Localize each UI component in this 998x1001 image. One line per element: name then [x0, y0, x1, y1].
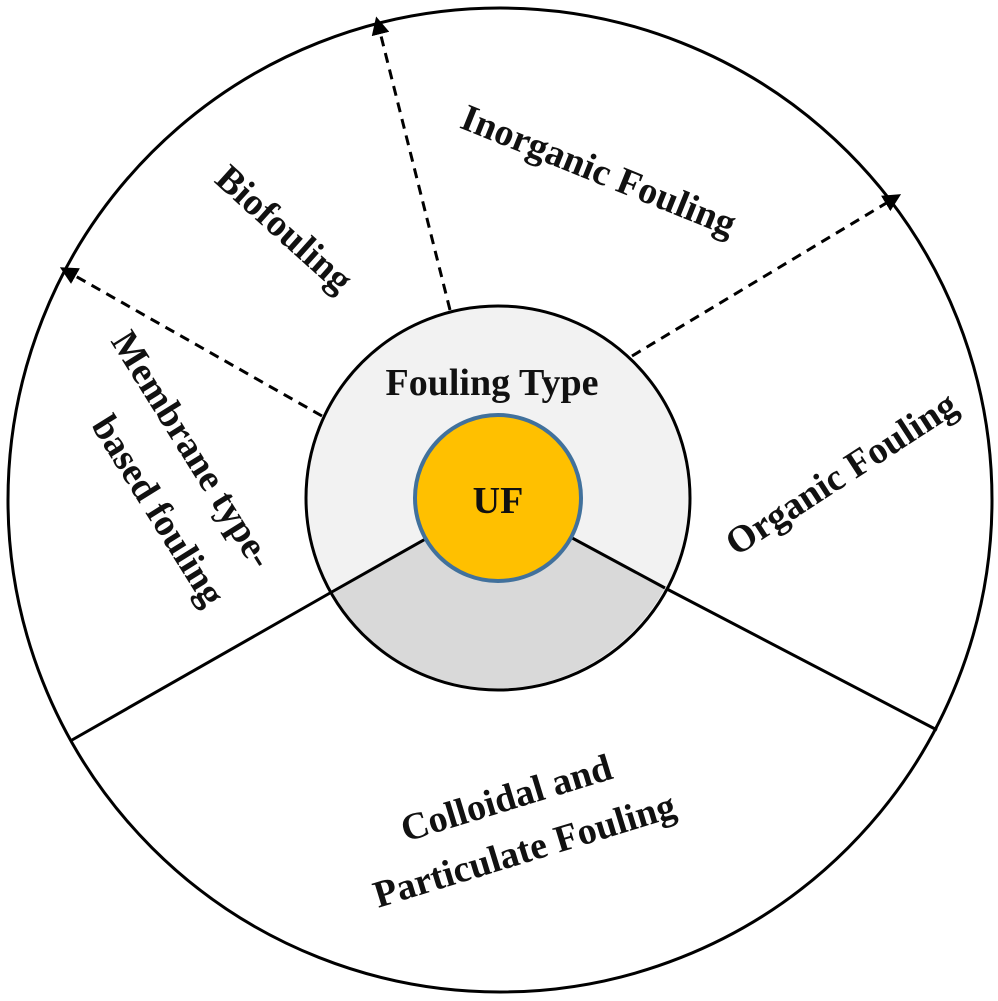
center-circle [413, 413, 583, 583]
divider-lower-right [664, 586, 938, 732]
center-label: UF [473, 480, 524, 522]
hub-outline [304, 304, 692, 692]
arrow-divider-right [631, 194, 902, 358]
divider-lower-left [71, 591, 331, 742]
hub-label: Fouling Type [386, 362, 599, 404]
